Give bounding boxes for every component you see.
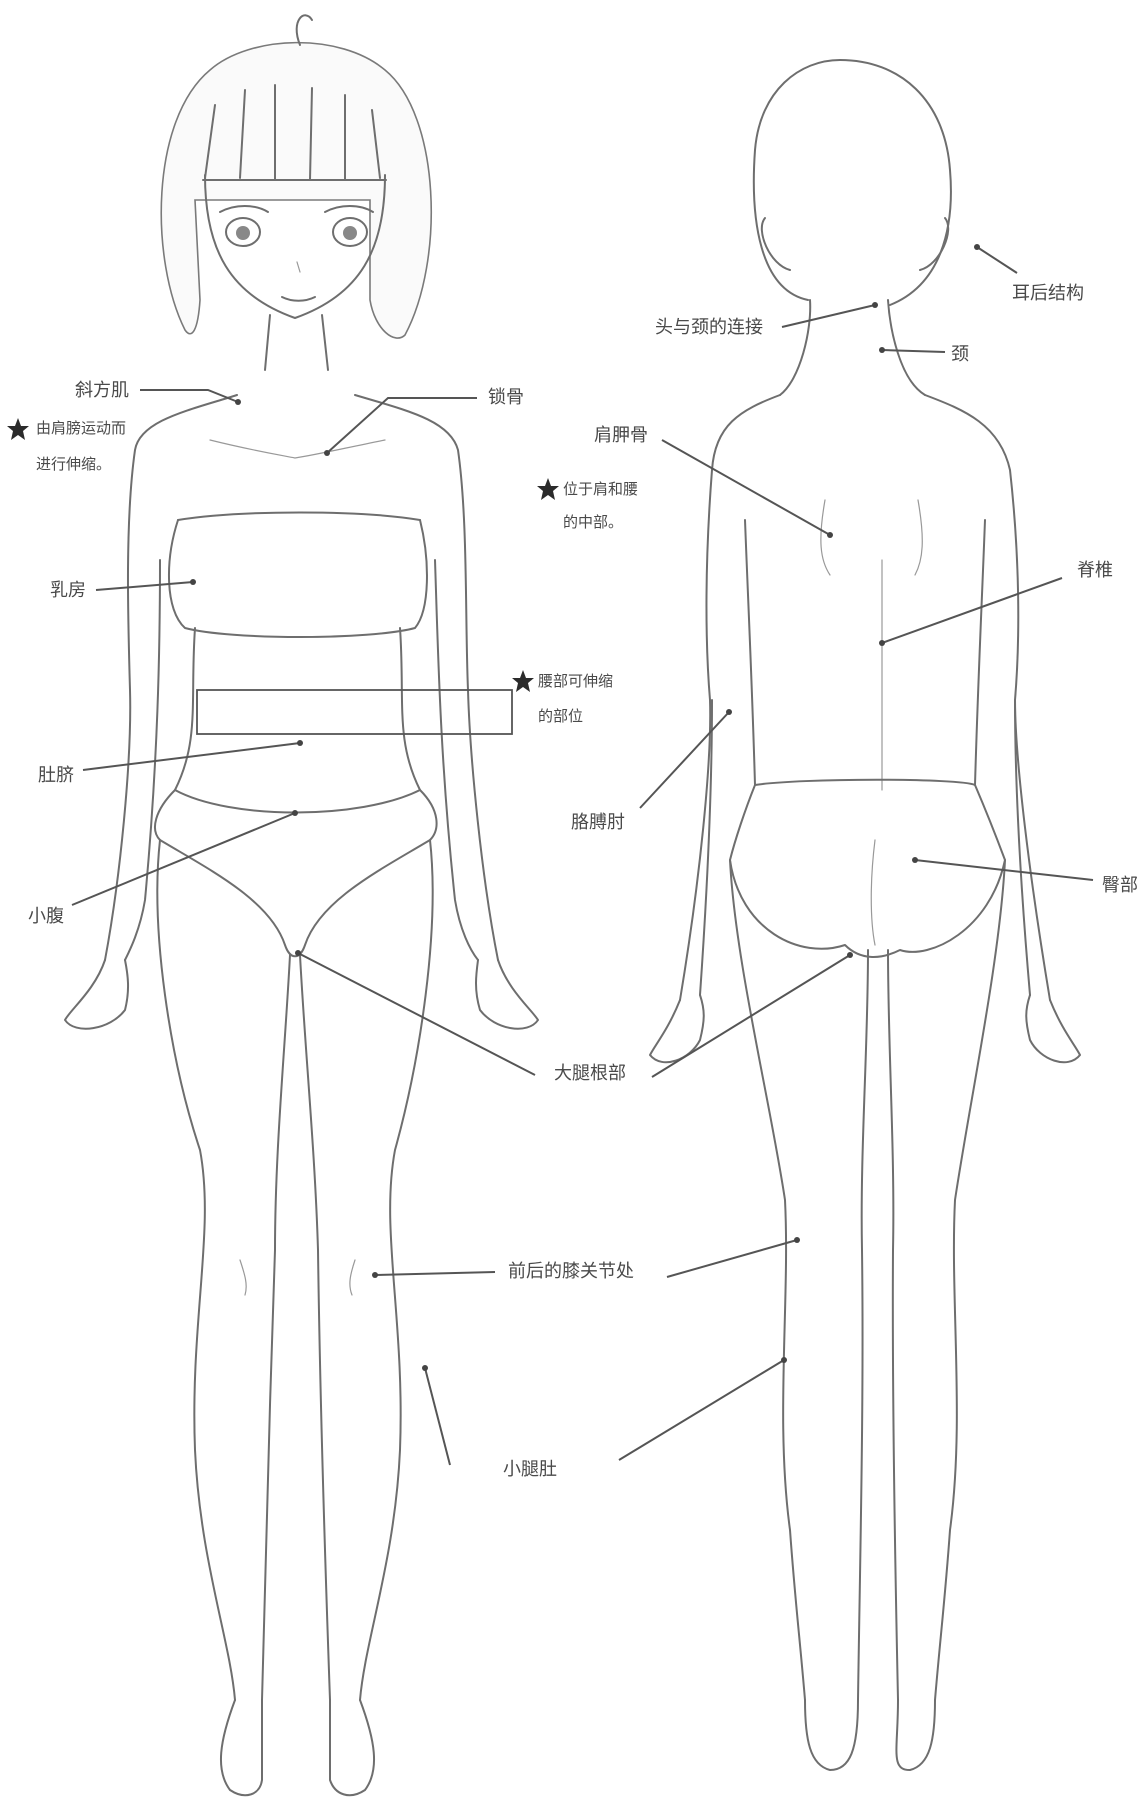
leader-spine	[882, 578, 1062, 643]
star-icon	[512, 670, 534, 692]
label-clavicle: 锁骨	[488, 387, 524, 408]
label-ear-back: 耳后结构	[1012, 283, 1084, 304]
label-head-neck: 头与颈的连接	[655, 317, 763, 338]
leader-dot	[794, 1237, 800, 1243]
leader-dot	[295, 950, 301, 956]
star-icon	[7, 418, 29, 440]
leader-dot	[297, 740, 303, 746]
note-mid-line1: 位于肩和腰	[563, 480, 638, 498]
label-knee: 前后的膝关节处	[508, 1261, 634, 1282]
note-mid-line2: 的中部。	[563, 513, 623, 531]
leader-ear-back	[977, 247, 1017, 273]
leader-dot	[879, 640, 885, 646]
note-shoulder-line2: 进行伸缩。	[36, 455, 111, 473]
leader-dot	[872, 302, 878, 308]
label-buttocks: 臀部	[1102, 875, 1138, 896]
leader-clavicle	[327, 398, 477, 453]
leader-dot	[726, 709, 732, 715]
leader-calf-front	[425, 1368, 450, 1465]
front-figure	[65, 15, 538, 1795]
leader-dot	[879, 347, 885, 353]
leader-thigh-root-back	[652, 955, 850, 1077]
leader-dot	[235, 399, 241, 405]
leader-dot	[372, 1272, 378, 1278]
back-leaders	[619, 244, 1093, 1460]
label-breast: 乳房	[50, 580, 86, 601]
leader-lower-abdomen	[72, 813, 295, 905]
star-icon	[537, 478, 559, 500]
note-waist-line2: 的部位	[538, 707, 583, 725]
note-shoulder-line1: 由肩膀运动而	[36, 419, 126, 437]
label-thigh-root: 大腿根部	[554, 1063, 626, 1084]
labels: 斜方肌 锁骨 乳房 肚脐 小腹 大腿根部 前后的膝关节处 小腿肚 耳后结构 头与…	[28, 283, 1138, 1480]
label-spine: 脊椎	[1077, 560, 1113, 581]
leader-dot	[190, 579, 196, 585]
leader-dot	[324, 450, 330, 456]
waist-box	[197, 690, 512, 734]
label-navel: 肚脐	[38, 765, 74, 786]
label-neck: 颈	[951, 344, 969, 365]
leader-calf-back	[619, 1360, 784, 1460]
leader-dot	[974, 244, 980, 250]
leader-neck	[882, 350, 945, 352]
leader-dot	[422, 1365, 428, 1371]
label-calf: 小腿肚	[503, 1459, 557, 1480]
leader-navel	[83, 743, 300, 770]
leader-dot	[827, 532, 833, 538]
leader-dot	[847, 952, 853, 958]
leader-elbow	[640, 712, 729, 808]
label-lower-abdomen: 小腹	[28, 906, 64, 927]
leader-dot	[781, 1357, 787, 1363]
leader-knee-back	[667, 1240, 797, 1277]
note-waist-line1: 腰部可伸缩	[538, 672, 613, 690]
leader-breast	[96, 582, 193, 590]
leader-dot	[292, 810, 298, 816]
label-scapula: 肩胛骨	[594, 425, 648, 446]
label-elbow: 胳膊肘	[571, 812, 625, 833]
leader-head-neck	[782, 305, 875, 327]
label-trapezius: 斜方肌	[75, 380, 129, 401]
leader-dot	[912, 857, 918, 863]
